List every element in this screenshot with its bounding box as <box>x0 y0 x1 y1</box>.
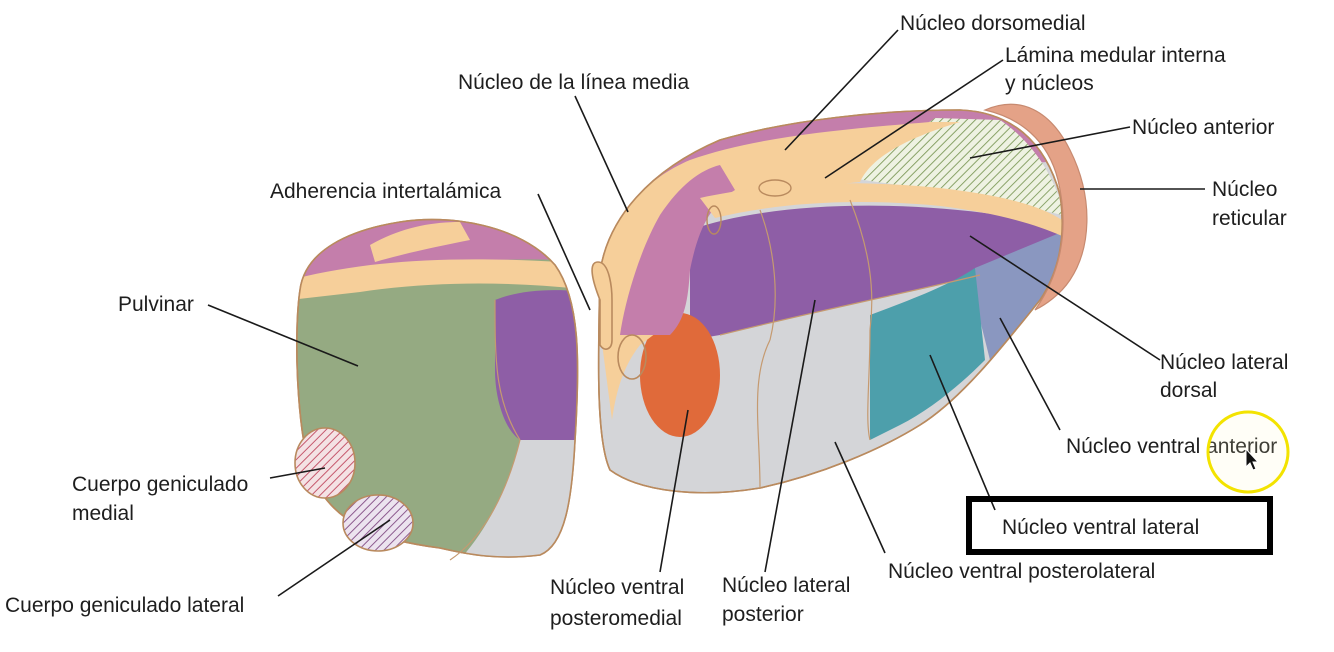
medial-geniculate-body <box>294 427 356 499</box>
label-ventral-anterior: Núcleo ventral anterior <box>1066 435 1277 458</box>
labels: Núcleo dorsomedial Lámina medular intern… <box>5 12 1288 630</box>
label-ventral-posterolateral: Núcleo ventral posterolateral <box>888 560 1155 583</box>
label-linea-media: Núcleo de la línea media <box>458 71 689 94</box>
label-lateral-dorsal-line1: Núcleo lateral <box>1160 351 1288 374</box>
left-lamina-wedge <box>370 222 470 262</box>
label-anterior: Núcleo anterior <box>1132 116 1274 139</box>
highlight-box <box>966 496 1273 555</box>
label-reticular-line2: reticular <box>1212 207 1287 230</box>
lateral-geniculate-body <box>342 494 414 552</box>
label-lamina-line2: y núcleos <box>1005 72 1094 95</box>
posteromedial-region <box>640 313 720 437</box>
label-pulvinar: Pulvinar <box>118 293 194 316</box>
label-geniculado-medial-line1: Cuerpo geniculado <box>72 473 248 496</box>
leader-lines <box>207 29 1205 597</box>
label-lamina-line1: Lámina medular interna <box>1005 44 1226 67</box>
mouse-pointer-icon <box>1245 447 1260 471</box>
pulvinar-block <box>294 218 579 561</box>
label-ventral-posteromedial-line1: Núcleo ventral <box>550 576 684 599</box>
label-lateral-posterior-line2: posterior <box>722 603 804 626</box>
lamina-oval-small <box>706 205 722 235</box>
left-lateral-region <box>495 290 578 440</box>
ventral-lateral-region <box>870 268 985 440</box>
label-lateral-dorsal-line2: dorsal <box>1160 379 1217 402</box>
label-ventral-lateral: Núcleo ventral lateral <box>1002 516 1199 539</box>
label-dorsomedial: Núcleo dorsomedial <box>900 12 1086 35</box>
label-lateral-posterior-line1: Núcleo lateral <box>722 574 850 597</box>
midline-pink-strip <box>620 165 735 335</box>
internal-medullary-lamina <box>700 183 1062 236</box>
label-reticular-line1: Núcleo <box>1212 178 1277 201</box>
ventral-anterior-region <box>975 232 1063 360</box>
lamina-oval-top <box>758 179 792 197</box>
label-geniculado-lateral: Cuerpo geniculado lateral <box>5 594 244 617</box>
reticular-nucleus <box>983 103 1088 311</box>
adhesion-oval <box>617 334 647 380</box>
lateral-dorsal-region <box>690 205 1062 340</box>
label-adherencia: Adherencia intertalámica <box>270 180 501 203</box>
label-geniculado-medial-line2: medial <box>72 502 134 525</box>
thalamus-main-block <box>591 109 1063 494</box>
label-ventral-posteromedial-line2: posteromedial <box>550 607 682 630</box>
adhesion-front <box>591 261 613 350</box>
left-lamina-band <box>296 259 578 300</box>
left-ventral-region <box>450 440 578 558</box>
